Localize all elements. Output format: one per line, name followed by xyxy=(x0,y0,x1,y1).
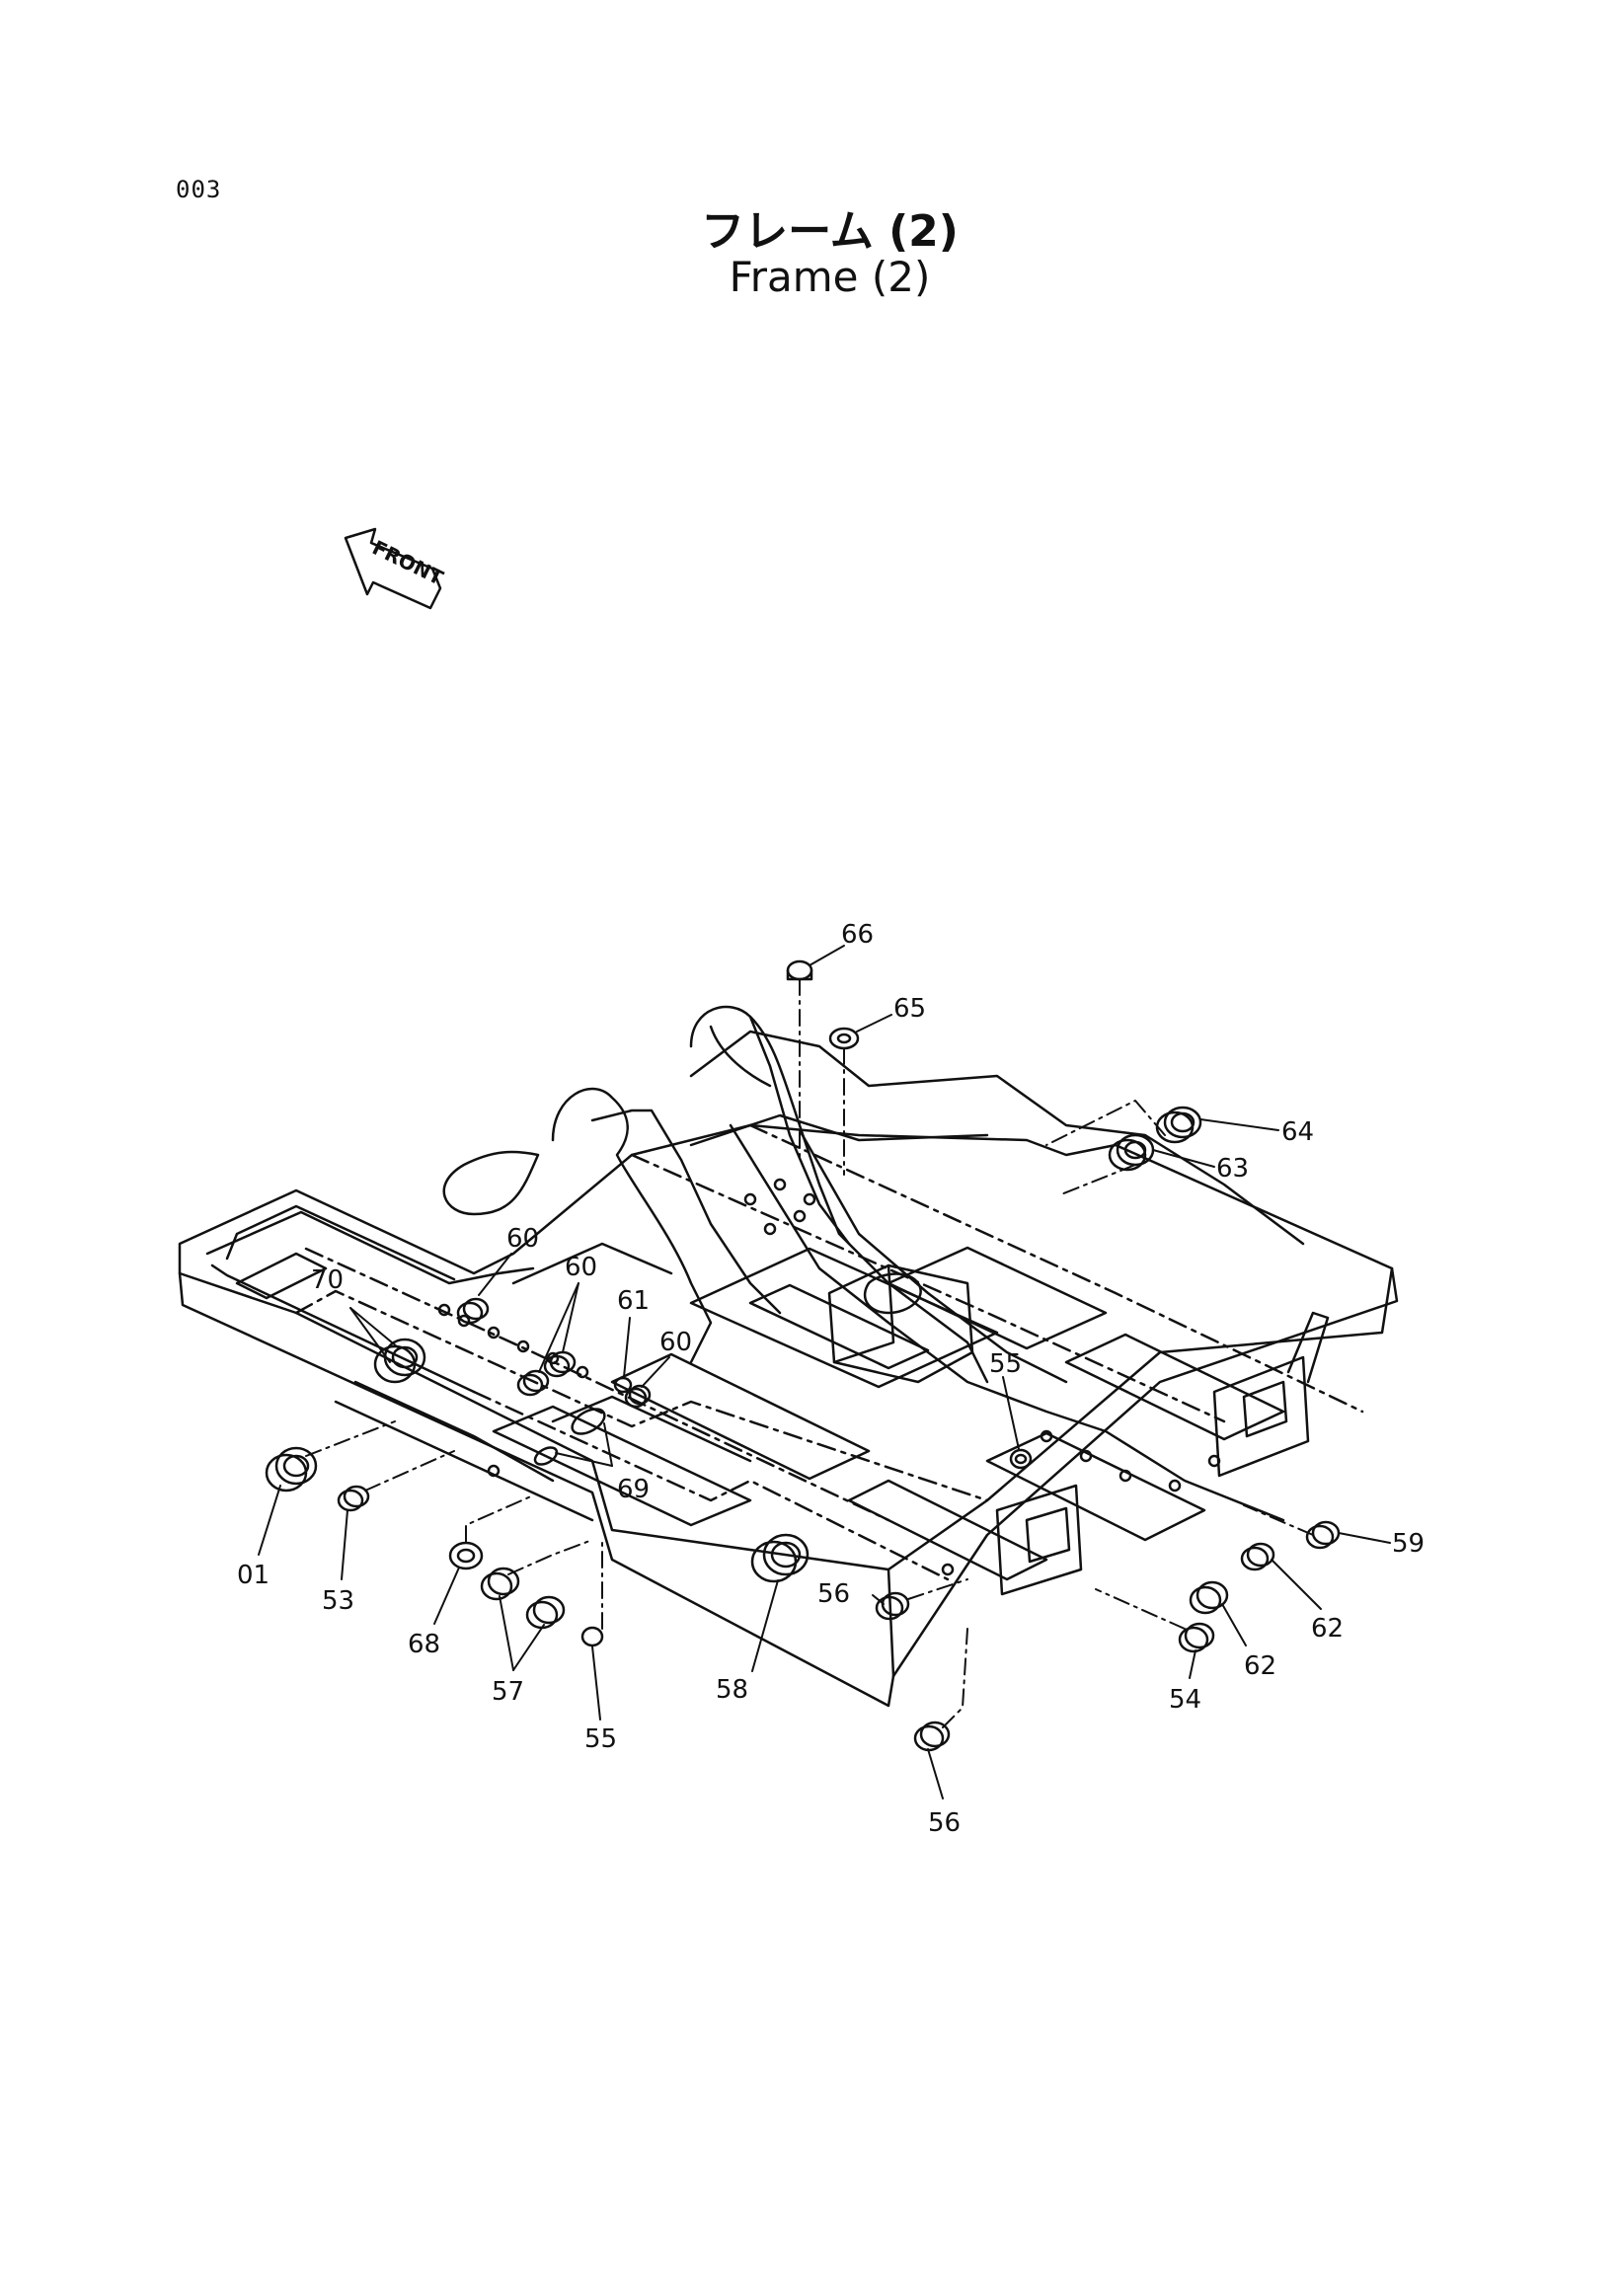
part-55a-grommet-icon xyxy=(1009,1448,1033,1470)
callout-57: 57 xyxy=(492,1677,524,1707)
part-58-grommet-icon xyxy=(750,1533,810,1583)
part-60a-grommet-icon xyxy=(456,1297,490,1325)
callout-56-a: 56 xyxy=(817,1579,850,1609)
front-arrow-icon: FRONT xyxy=(344,527,447,610)
callout-63: 63 xyxy=(1216,1154,1249,1184)
callout-55-a: 55 xyxy=(989,1349,1022,1379)
callout-58: 58 xyxy=(716,1675,748,1705)
page-title-english: Frame (2) xyxy=(729,253,931,301)
part-62a-grommet-icon xyxy=(1240,1542,1275,1571)
callout-60-a: 60 xyxy=(506,1224,539,1254)
part-54-grommet-icon xyxy=(1178,1622,1215,1653)
frame-body xyxy=(178,1005,1399,1708)
callout-01: 01 xyxy=(237,1561,270,1590)
callout-69: 69 xyxy=(617,1475,650,1504)
part-60c-grommet-icon xyxy=(516,1369,550,1397)
page-title-japanese: フレーム (2) xyxy=(701,206,959,257)
callout-64: 64 xyxy=(1281,1117,1314,1147)
part-60d-grommet-icon xyxy=(624,1384,652,1409)
callout-66: 66 xyxy=(841,920,874,950)
part-64-grommet-icon xyxy=(1155,1106,1202,1144)
callout-60-b: 60 xyxy=(565,1253,597,1282)
part-69a-grommet-icon xyxy=(571,1408,606,1435)
part-69b-grommet-icon xyxy=(533,1446,559,1466)
front-arrow-label: FRONT xyxy=(368,535,447,589)
part-70-grommet-icon xyxy=(373,1338,426,1384)
callout-labels: 66 65 64 63 60 70 60 61 60 55 69 59 62 6… xyxy=(237,920,1425,1838)
leader-lines xyxy=(258,945,1391,1799)
part-62b-grommet-icon xyxy=(1189,1580,1229,1615)
callout-60-c: 60 xyxy=(659,1328,692,1357)
callout-59: 59 xyxy=(1392,1529,1425,1559)
callout-70: 70 xyxy=(311,1265,344,1295)
callout-68: 68 xyxy=(408,1630,440,1659)
callout-62-b: 62 xyxy=(1244,1651,1276,1681)
callout-53: 53 xyxy=(322,1586,354,1616)
callout-56-b: 56 xyxy=(928,1808,961,1838)
part-66-plug-icon xyxy=(786,959,813,981)
part-01-grommet-icon xyxy=(265,1446,318,1492)
part-57b-grommet-icon xyxy=(525,1595,566,1630)
part-55b-grommet-icon xyxy=(580,1626,604,1647)
part-68-grommet-icon xyxy=(448,1541,484,1570)
part-61-grommet-icon xyxy=(613,1376,633,1394)
part-57a-grommet-icon xyxy=(480,1567,520,1601)
page-code: 003 xyxy=(176,176,222,203)
assembly-lines xyxy=(305,978,1314,1728)
part-65-grommet-icon xyxy=(828,1027,860,1050)
callout-54: 54 xyxy=(1169,1685,1201,1715)
grommet-parts xyxy=(265,959,1341,1752)
callout-55-b: 55 xyxy=(584,1724,617,1754)
part-56a-grommet-icon xyxy=(875,1591,910,1621)
callout-61: 61 xyxy=(617,1286,650,1316)
callout-62-a: 62 xyxy=(1311,1614,1344,1644)
part-53-grommet-icon xyxy=(337,1485,370,1512)
callout-65: 65 xyxy=(893,994,926,1024)
